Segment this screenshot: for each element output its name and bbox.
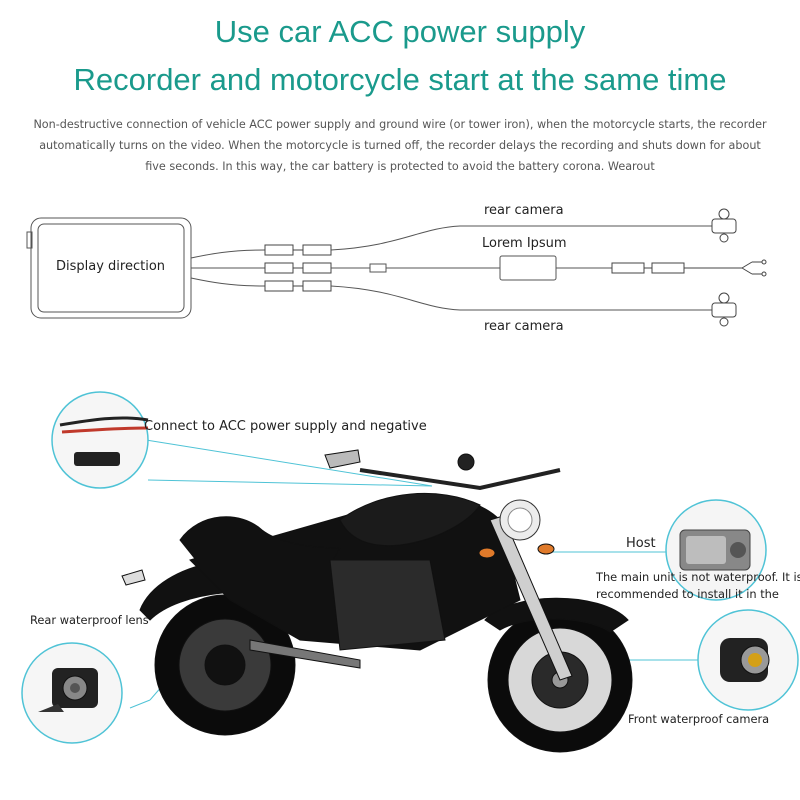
power-lead-end	[752, 259, 767, 277]
rear-camera-top-symbol	[711, 208, 737, 243]
rear-lens-label: Rear waterproof lens	[30, 613, 149, 627]
rear-camera-bottom-label: rear camera	[484, 319, 564, 334]
cable-to-rear-camera-bottom	[330, 285, 712, 311]
acc-label: Connect to ACC power supply and negative	[144, 419, 427, 434]
front-camera-label: Front waterproof camera	[628, 712, 770, 726]
motorcycle	[121, 449, 633, 753]
main-title: Use car ACC power supply	[214, 14, 586, 49]
cable-bottom	[190, 277, 266, 287]
acc-cable-callout	[51, 391, 149, 489]
host-label: Host	[626, 536, 656, 551]
rear-camera-top-label: rear camera	[484, 203, 564, 218]
rear-camera-bottom-symbol	[711, 292, 737, 327]
connectors-left	[264, 244, 332, 292]
cable-top	[190, 249, 266, 259]
host-note-line-1: The main unit is not waterproof. It is	[596, 570, 800, 584]
connectors-right	[611, 261, 753, 275]
rear-lens-callout	[21, 642, 123, 744]
subtitle: Recorder and motorcycle start at the sam…	[73, 62, 727, 97]
cable-to-rear-camera-top	[330, 225, 712, 251]
power-label: Lorem Ipsum	[482, 236, 567, 251]
display-direction-label: Display direction	[56, 259, 166, 274]
front-camera-callout	[697, 609, 799, 711]
intro-text: Non-destructive connection of vehicle AC…	[33, 118, 767, 173]
host-note-line-2: recommended to install it in the	[596, 587, 779, 601]
display-screen	[37, 223, 185, 313]
host-callout	[665, 499, 767, 601]
